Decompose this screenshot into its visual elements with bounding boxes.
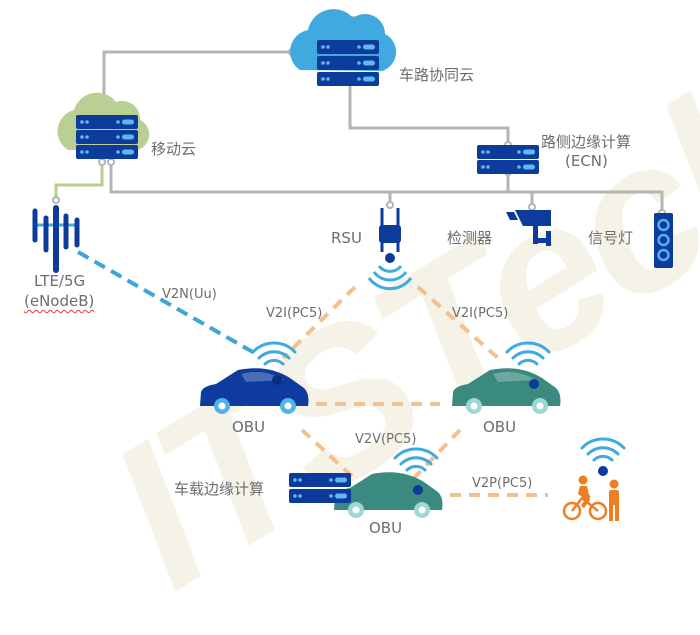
ecn-server-icon[interactable] bbox=[477, 145, 539, 174]
camera-icon[interactable] bbox=[506, 210, 551, 246]
link-v2i-left-label: V2I(PC5) bbox=[266, 306, 323, 321]
traffic-light-icon[interactable] bbox=[654, 213, 673, 268]
car-obu-left[interactable] bbox=[200, 341, 309, 414]
mobile-cloud-node[interactable] bbox=[57, 92, 150, 159]
link-v2n-label: V2N(Uu) bbox=[162, 287, 217, 302]
ecn-label-line2: (ECN) bbox=[565, 152, 608, 170]
link-v2n bbox=[77, 250, 259, 357]
cv-cloud-label: 车路协同云 bbox=[399, 66, 475, 84]
obu-bottom-label: OBU bbox=[369, 519, 403, 537]
obu-right-label: OBU bbox=[483, 418, 517, 436]
ecn-label-line1: 路侧边缘计算 bbox=[541, 133, 632, 151]
wifi-icon bbox=[251, 341, 297, 366]
v2x-architecture-diagram bbox=[32, 9, 673, 521]
enodeb-label-line1: LTE/5G bbox=[34, 272, 86, 290]
obu-left-label: OBU bbox=[232, 418, 266, 436]
wire-cvcloud-to-ecn bbox=[348, 82, 510, 145]
link-v2i-right-label: V2I(PC5) bbox=[452, 306, 509, 321]
link-v2v-left bbox=[300, 428, 356, 480]
server-icon bbox=[76, 115, 138, 159]
vehicle-edge-server-icon[interactable] bbox=[289, 473, 351, 503]
pedestrian-cyclist-icon[interactable] bbox=[562, 437, 626, 521]
cell-tower-icon[interactable] bbox=[32, 205, 80, 273]
rsu-icon[interactable] bbox=[367, 208, 413, 291]
wifi-icon bbox=[505, 341, 551, 366]
link-v2v-right bbox=[412, 428, 462, 480]
wifi-icon bbox=[580, 437, 626, 462]
signal-label: 信号灯 bbox=[588, 229, 634, 247]
link-v2v-label: V2V(PC5) bbox=[355, 432, 417, 447]
wire-mobile-to-enodeb bbox=[54, 162, 104, 200]
enodeb-label-text: (eNodeB) bbox=[24, 292, 95, 310]
mobile-cloud-label: 移动云 bbox=[151, 140, 197, 158]
vehicle-edge-label: 车载边缘计算 bbox=[174, 480, 265, 498]
car-obu-bottom[interactable] bbox=[334, 447, 443, 518]
detector-label: 检测器 bbox=[447, 229, 493, 247]
enodeb-label-line2: (eNodeB) bbox=[24, 292, 94, 310]
car-obu-right[interactable] bbox=[452, 341, 561, 414]
link-v2i-left bbox=[281, 285, 357, 360]
server-icon bbox=[317, 40, 379, 86]
link-v2p-label: V2P(PC5) bbox=[472, 476, 533, 491]
wire-mobile-to-roadside bbox=[109, 162, 664, 218]
cv-cloud-node[interactable] bbox=[290, 9, 397, 86]
rsu-label: RSU bbox=[331, 229, 362, 247]
